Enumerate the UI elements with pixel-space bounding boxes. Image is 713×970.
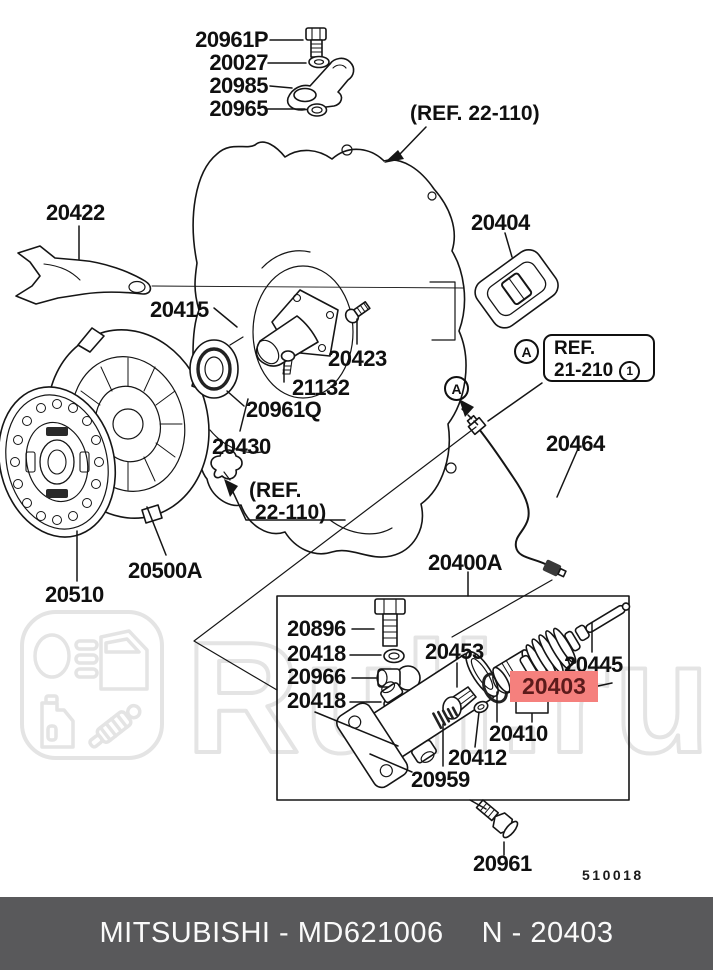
ref-badge-1: 1 bbox=[619, 360, 641, 382]
part-label-20418-upper[interactable]: 20418 bbox=[287, 641, 346, 666]
part-label-20965[interactable]: 20965 bbox=[209, 96, 268, 121]
bolt-20961-drawing bbox=[475, 799, 519, 839]
part-label-20985[interactable]: 20985 bbox=[209, 73, 268, 98]
slave-cylinder-body-drawing bbox=[336, 650, 499, 789]
detail-callout-a-2: A bbox=[444, 376, 469, 401]
part-label-20464[interactable]: 20464 bbox=[546, 431, 605, 456]
nut-20965-drawing bbox=[306, 103, 328, 117]
part-label-20453[interactable]: 20453 bbox=[425, 639, 484, 664]
part-label-20423[interactable]: 20423 bbox=[328, 346, 387, 371]
part-label-20404[interactable]: 20404 bbox=[471, 210, 530, 235]
detail-box-20400A bbox=[276, 595, 630, 801]
part-label-20961[interactable]: 20961 bbox=[473, 851, 532, 876]
boot-20403-drawing bbox=[519, 627, 581, 681]
bolt-20961P-drawing bbox=[305, 27, 327, 58]
detail-callout-a-1: A bbox=[514, 339, 539, 364]
boot-20404-drawing bbox=[474, 248, 559, 329]
gasket-20418-upper-drawing bbox=[383, 648, 405, 664]
leader-lines bbox=[76, 39, 613, 856]
bolt-21132-drawing bbox=[280, 350, 296, 375]
headlight-beam-icon bbox=[74, 639, 99, 651]
leader-arrowheads bbox=[224, 150, 474, 497]
part-label-20410[interactable]: 20410 bbox=[489, 721, 548, 746]
footer-catalog-ref: N - 20403 bbox=[481, 917, 614, 949]
part-label-20412[interactable]: 20412 bbox=[448, 745, 507, 770]
car-door-icon bbox=[99, 629, 149, 691]
spring-20959-drawing bbox=[432, 706, 459, 730]
part-label-20961P[interactable]: 20961P bbox=[195, 27, 268, 52]
shock-absorber-icon bbox=[88, 703, 142, 749]
ref-box-line1: REF. bbox=[554, 338, 596, 359]
footer-bar: MITSUBISHI - MD621006 N - 20403 bbox=[0, 897, 713, 970]
part-label-20027[interactable]: 20027 bbox=[209, 50, 268, 75]
oil-can-icon bbox=[40, 701, 75, 749]
ref-top-arrow-icon bbox=[384, 150, 404, 163]
clutch-disc-20510-drawing bbox=[0, 386, 117, 538]
part-label-20500A[interactable]: 20500A bbox=[128, 558, 203, 583]
bolt-20423-drawing bbox=[344, 301, 371, 324]
release-fork-20422-drawing bbox=[15, 245, 152, 305]
drawing-number: 510018 bbox=[582, 867, 644, 883]
release-bearing-20430-drawing bbox=[189, 336, 244, 399]
ref-note-top[interactable]: (REF. 22-110) bbox=[410, 102, 540, 125]
part-label-20445[interactable]: 20445 bbox=[564, 652, 623, 677]
transmission-housing-drawing bbox=[192, 141, 467, 558]
part-label-20415[interactable]: 20415 bbox=[150, 297, 209, 322]
part-label-20966[interactable]: 20966 bbox=[287, 664, 346, 689]
part-label-20418-lower[interactable]: 20418 bbox=[287, 688, 346, 713]
highlighted-part-label-20403[interactable]: 20403 bbox=[510, 671, 598, 702]
ref-note-bottom-line1[interactable]: (REF. bbox=[249, 479, 302, 502]
part-label-20959[interactable]: 20959 bbox=[411, 767, 470, 792]
clip-ref-22-110-drawing bbox=[210, 449, 243, 481]
ref-bottom-arrow-icon bbox=[224, 479, 238, 497]
footer-brand-partnumber: MITSUBISHI - MD621006 bbox=[99, 917, 444, 949]
bolt-20896-drawing bbox=[374, 598, 406, 647]
part-label-21132[interactable]: 21132 bbox=[292, 375, 350, 400]
ref-note-bottom-line2[interactable]: 22-110) bbox=[255, 501, 327, 524]
headlight-icon bbox=[33, 633, 71, 679]
part-label-20400A[interactable]: 20400A bbox=[428, 550, 503, 575]
ref-box-21-210[interactable]: REF. 21-210 1 bbox=[543, 334, 655, 382]
bearing-retainer-20415-drawing bbox=[255, 289, 339, 367]
bracket-20985-drawing bbox=[286, 57, 355, 111]
ring-20412-drawing bbox=[473, 700, 489, 714]
ref-box-line2: 21-210 bbox=[554, 360, 614, 381]
part-label-20430[interactable]: 20430 bbox=[212, 434, 271, 459]
part-label-20510[interactable]: 20510 bbox=[45, 582, 104, 607]
pushrod-20445-drawing bbox=[574, 602, 631, 642]
detail-a-arrow-icon bbox=[459, 399, 474, 417]
washer-20027-drawing bbox=[308, 55, 330, 69]
watermark-logo bbox=[20, 610, 164, 760]
part-label-20896[interactable]: 20896 bbox=[287, 616, 346, 641]
part-label-20422[interactable]: 20422 bbox=[46, 200, 105, 225]
union-20966-drawing bbox=[376, 665, 421, 691]
part-label-20961Q[interactable]: 20961Q bbox=[246, 397, 322, 422]
